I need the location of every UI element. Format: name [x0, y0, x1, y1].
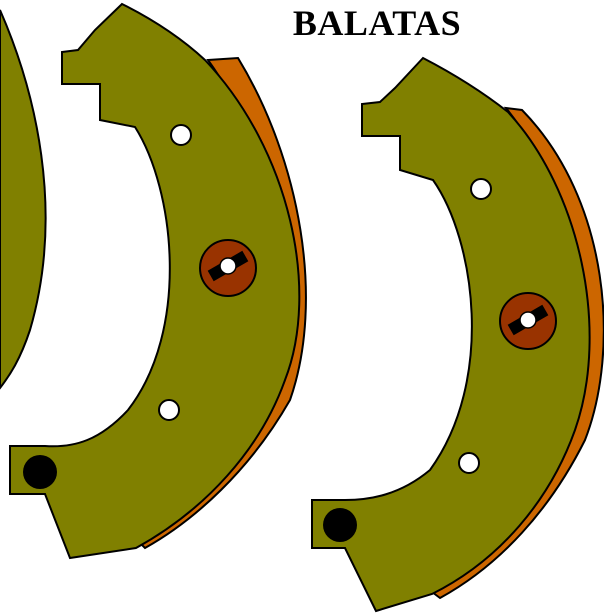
brake-shoe-2: [312, 58, 604, 611]
rivet-hole-1a: [171, 125, 191, 145]
adjuster-1: [200, 240, 256, 296]
rivet-hole-2b: [459, 453, 479, 473]
brake-drum: [0, 10, 46, 388]
adjuster-2: [500, 293, 556, 349]
rivet-hole-1b: [159, 400, 179, 420]
brake-shoe-1: [10, 4, 306, 558]
anchor-pin-2: [323, 508, 357, 542]
anchor-pin-1: [23, 455, 57, 489]
rivet-hole-2a: [471, 179, 491, 199]
